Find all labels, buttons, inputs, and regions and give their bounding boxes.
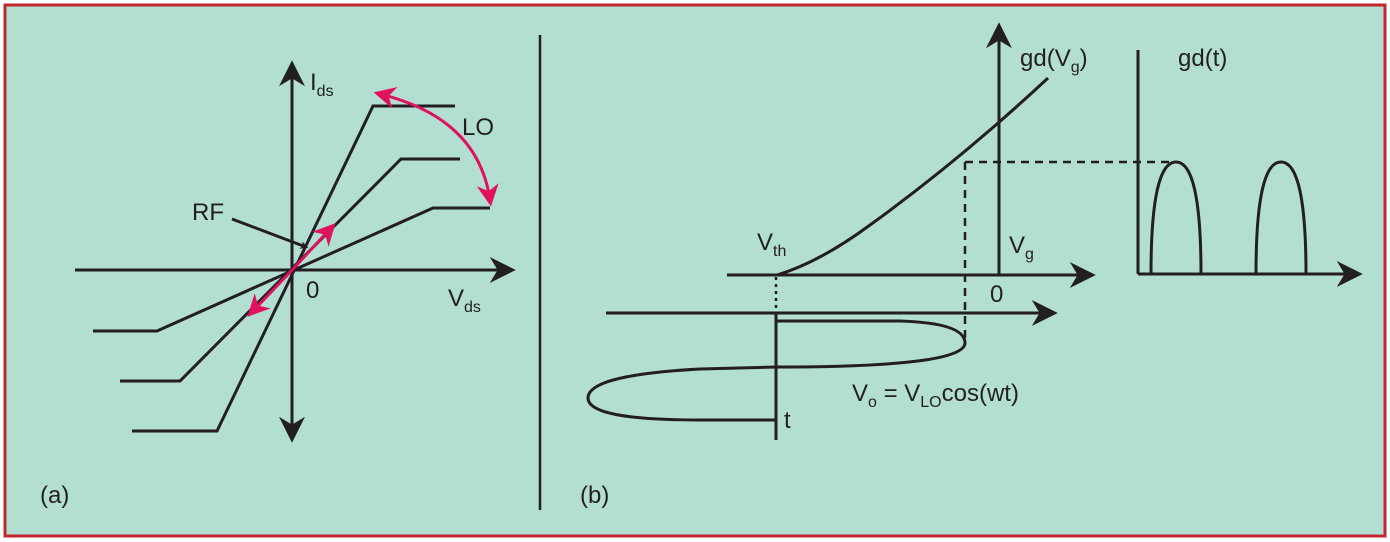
b-gd-label: gd(Vg): [1020, 45, 1088, 76]
a-rf-swing-up: [291, 223, 336, 271]
b-caption: (b): [580, 482, 609, 509]
b-gdt-label: gd(t): [1178, 45, 1227, 72]
a-lo-label: LO: [462, 114, 494, 141]
b-origin-label: 0: [990, 281, 1003, 308]
b-lo-waveform: [586, 319, 967, 422]
b-vth-label: Vth: [757, 229, 786, 260]
b-gdt-pulse-1: [1149, 160, 1203, 275]
a-y-axis-label: Ids: [310, 69, 334, 100]
a-x-axis-label: Vds: [448, 285, 481, 316]
b-gd-curve: [776, 76, 1050, 277]
a-curve-low: [93, 206, 490, 333]
b-gdt-pulse-2: [1254, 160, 1308, 275]
a-rf-label: RF: [192, 199, 224, 226]
b-vg-label: Vg: [1009, 232, 1034, 263]
a-origin-label: 0: [306, 277, 319, 304]
b-t-label: t: [784, 407, 791, 434]
a-lo-arc: [373, 86, 499, 207]
b-vo-label: Vo = VLOcos(wt): [852, 380, 1019, 411]
panel-a: Ids Vds 0 RF LO (a): [40, 60, 516, 509]
a-rf-pointer: [231, 217, 309, 249]
a-rf-swing-down: [247, 267, 295, 317]
a-caption: (a): [40, 482, 69, 509]
panel-b: gd(Vg) Vth Vg 0 gd(t) Vo = VLOcos(wt) t …: [580, 22, 1363, 509]
